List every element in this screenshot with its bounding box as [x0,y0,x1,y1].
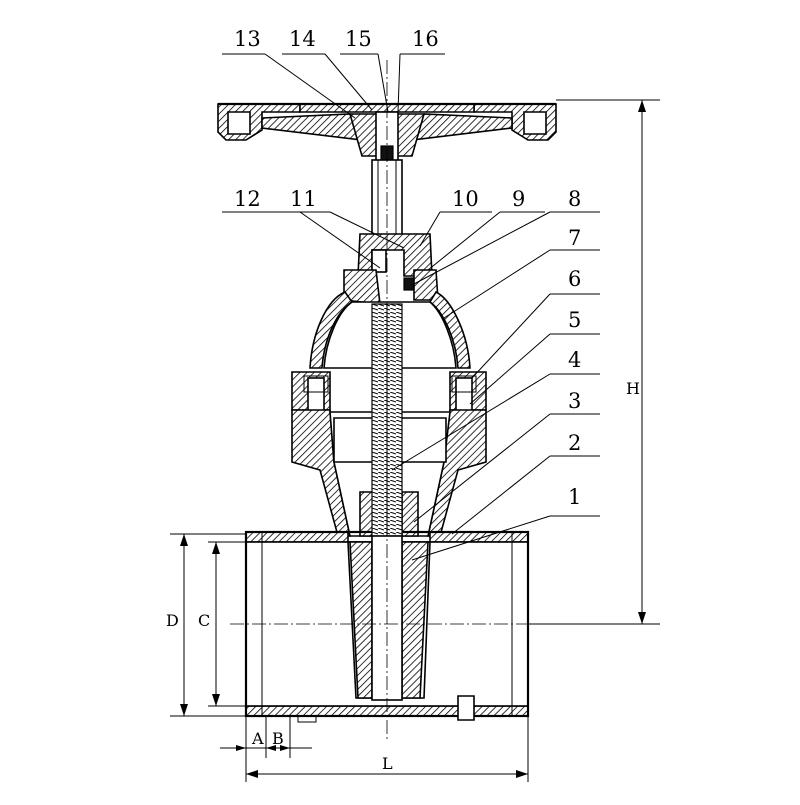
part-label-16: 16 [412,27,439,51]
part-label-4: 4 [568,348,581,372]
part-label-6: 6 [568,267,581,291]
part-number-labels: 13 14 15 16 12 11 10 9 8 7 6 5 4 3 2 1 [234,27,581,509]
dimension-labels: H D C A B L [166,379,640,773]
part-label-9: 9 [512,187,525,211]
part-label-14: 14 [289,27,316,51]
dimension-label-d: D [166,611,179,630]
gate-wedge [347,535,431,701]
part-label-1: 1 [568,485,581,509]
part-label-2: 2 [568,431,581,455]
part-label-3: 3 [568,389,581,413]
part-label-12: 12 [234,187,261,211]
part-label-8: 8 [568,187,581,211]
leader-lines [222,53,600,561]
dimension-label-b: B [272,729,284,748]
dimension-label-h: H [626,379,640,398]
part-label-13: 13 [234,27,261,51]
part-label-11: 11 [290,187,317,211]
dimension-label-l: L [382,754,393,773]
part-label-5: 5 [568,308,581,332]
dimension-label-a: A [251,729,264,748]
part-label-10: 10 [452,187,479,211]
gland-assembly [343,233,439,305]
handwheel [217,102,557,165]
part-label-7: 7 [568,226,581,250]
dimension-lines [170,99,660,782]
dimension-label-c: C [198,611,210,630]
part-label-15: 15 [345,27,372,51]
